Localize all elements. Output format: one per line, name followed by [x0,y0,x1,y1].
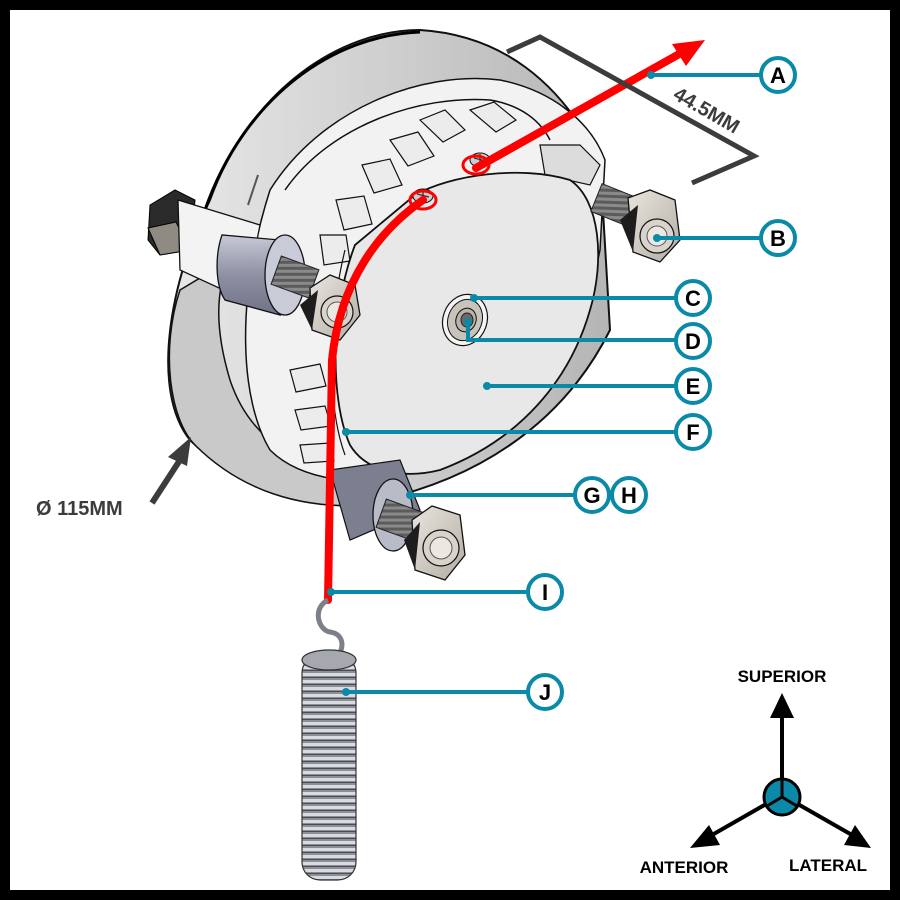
callout-b[interactable]: B [653,219,797,257]
orientation-triad: SUPERIOR ANTERIOR LATERAL [640,667,871,877]
right-bolt-assembly [590,182,681,263]
pulley-teeth [289,101,518,464]
callout-b-label: B [770,226,786,251]
callout-g-label: G [583,483,600,508]
bracket-right [539,144,601,186]
housing-outer-rim [203,30,421,211]
superior-label: SUPERIOR [738,667,827,686]
extension-spring [301,597,357,881]
cable [324,40,705,604]
callout-c[interactable]: C [470,279,712,317]
spring-hook [315,597,345,662]
cable-upper [472,44,694,172]
callout-j-label: J [539,680,551,705]
callout-a-label: A [770,63,786,88]
callout-d[interactable]: D [464,318,712,360]
callout-f-label: F [686,420,699,445]
callout-c-label: C [685,286,701,311]
diameter-dimension-label: Ø 115MM [36,498,123,520]
callout-i-label: I [542,580,548,605]
cable-wrap [324,196,427,604]
callout-e[interactable]: E [483,367,712,405]
callout-f[interactable]: F [342,413,712,451]
callout-d-label: D [685,329,701,354]
frame-inner-arc [284,98,551,191]
callouts: A B C D E [327,56,797,711]
diagram-frame: 44.5MM Ø 115MM A B C [10,10,890,890]
callout-g-h[interactable]: G H [406,476,648,514]
diameter-dimension: Ø 115MM [36,437,191,520]
callout-h-label: H [621,483,637,508]
callout-j[interactable]: J [342,673,564,711]
cable-arrowhead [672,40,705,66]
callout-e-label: E [686,374,701,399]
anterior-label: ANTERIOR [640,858,729,877]
lower-bolt-assembly [329,459,466,581]
callout-i[interactable]: I [327,573,564,611]
lateral-arrow-icon [844,825,871,848]
anterior-arrow-icon [690,825,720,848]
diagram-canvas: 44.5MM Ø 115MM A B C [36,28,871,881]
lateral-label: LATERAL [789,856,867,875]
callout-a[interactable]: A [647,56,797,94]
superior-arrow-icon [770,693,794,718]
